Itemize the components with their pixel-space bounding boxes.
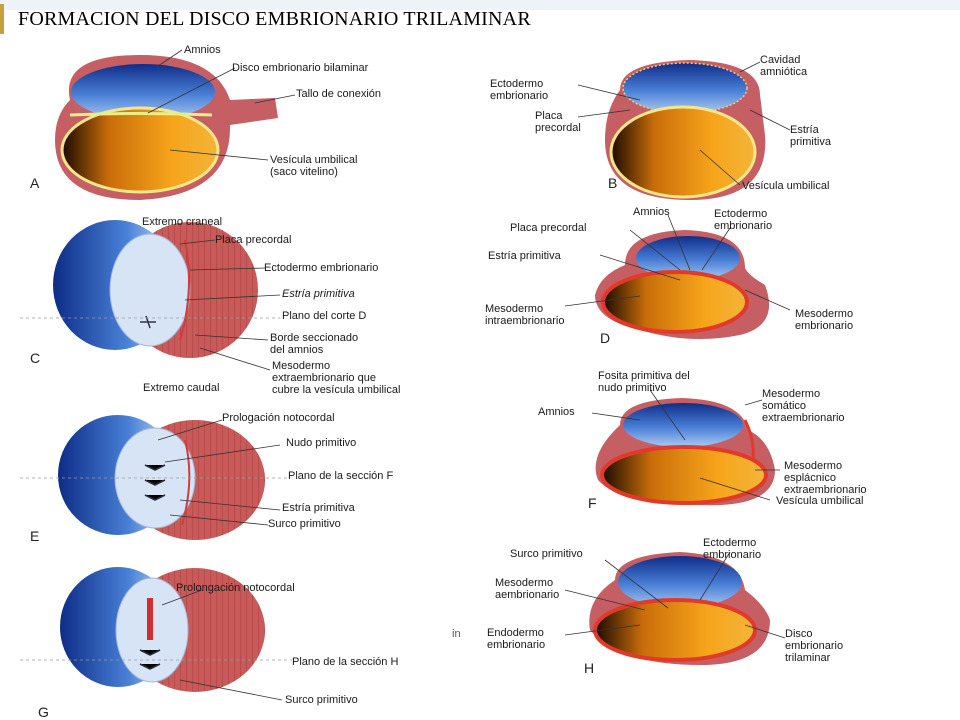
- panel-b-leaders: [577, 61, 791, 186]
- panel-f-leaders: [591, 389, 780, 501]
- panel-f-letter: F: [588, 495, 597, 511]
- panel-c-label: Plano del corte D: [282, 310, 367, 322]
- panel-d-label: Amnios: [633, 206, 670, 218]
- panel-g-label: Surco primitivo: [285, 694, 358, 706]
- slide-title: FORMACION DEL DISCO EMBRIONARIO TRILAMIN…: [18, 8, 531, 30]
- panel-a-drawing: [55, 55, 278, 200]
- panel-c-label: Ectodermo embrionario: [264, 262, 379, 274]
- panel-c-label: Borde seccionado del amnios: [270, 332, 359, 356]
- panel-a-label: Disco embrionario bilaminar: [232, 62, 369, 74]
- panel-g-drawing: [60, 567, 265, 692]
- panel-c-label: Extremo caudal: [143, 382, 220, 394]
- panel-c-label: Extremo craneal: [142, 216, 223, 228]
- panel-b-label: Estría primitiva: [790, 124, 831, 148]
- panel-h-drawing: [589, 552, 770, 665]
- panel-b-label: Ectodermo embrionario: [490, 78, 549, 102]
- corner-mark: [0, 4, 4, 34]
- panel-c-label: Estría primitiva: [282, 288, 355, 300]
- panel-h-leaders: [564, 551, 786, 639]
- panel-g-label: Plano de la sección H: [292, 656, 399, 668]
- panel-a-label: Vesícula umbilical (saco vitelino): [270, 154, 358, 178]
- panel-h-letter: H: [584, 660, 595, 676]
- panel-h-label: Mesodermo aembrionario: [495, 577, 560, 601]
- panel-d-label: Ectodermo embrionario: [714, 208, 773, 232]
- panel-b-label: Vesícula umbilical: [742, 180, 830, 192]
- panel-f-label: Vesícula umbilical: [776, 495, 864, 507]
- panel-d-label: Placa precordal: [510, 222, 587, 234]
- panel-g-letter: G: [38, 704, 49, 720]
- panel-c-label: Placa precordal: [215, 234, 292, 246]
- panel-g-leaders: [20, 589, 292, 701]
- panel-e-drawing: [58, 415, 265, 540]
- panel-d-leaders: [564, 214, 791, 311]
- panel-e-label: Prologación notocordal: [222, 412, 335, 424]
- panel-f-label: Amnios: [538, 406, 575, 418]
- panel-h-label: Disco embrionario trilaminar: [785, 628, 844, 664]
- panel-g-label: Prolongación notocordal: [176, 582, 295, 594]
- panel-d-label: Mesodermo intraembrionario: [485, 303, 565, 327]
- panel-a-leaders: [147, 49, 296, 161]
- panel-h-label: Surco primitivo: [510, 548, 583, 560]
- panel-e-label: Estría primitiva: [282, 502, 355, 514]
- panel-f-label: Mesodermo esplácnico extraembrionario: [784, 460, 867, 496]
- panel-b-drawing: [605, 60, 766, 200]
- panel-f-label: Fosita primitiva del nudo primitivo: [598, 370, 690, 394]
- panel-e-letter: E: [30, 528, 40, 544]
- panel-c-letter: C: [30, 350, 41, 366]
- panel-f-drawing: [595, 398, 775, 506]
- fragment-text: in: [452, 628, 461, 640]
- panel-b-letter: B: [608, 175, 618, 191]
- panel-h-label: Ectodermo embrionario: [703, 537, 762, 561]
- header-strip: [0, 0, 960, 10]
- panel-e-label: Surco primitivo: [268, 518, 341, 530]
- panel-d-drawing: [595, 230, 770, 339]
- panel-a-label: Amnios: [184, 44, 221, 56]
- panel-a-label: Tallo de conexión: [296, 88, 382, 100]
- panel-d-label: Estría primitiva: [488, 250, 561, 262]
- panel-e-leaders: [20, 419, 290, 526]
- panel-c-leaders: [20, 239, 281, 371]
- panel-e-label: Nudo primitivo: [286, 437, 357, 449]
- panel-c-label: Mesodermo extraembrionario que cubre la …: [272, 360, 401, 396]
- panel-d-letter: D: [600, 330, 611, 346]
- panel-f-label: Mesodermo somático extraembrionario: [762, 388, 845, 424]
- panel-b-label: Cavidad amniótica: [760, 54, 808, 78]
- panel-a-letter: A: [30, 175, 40, 191]
- panel-b-label: Placa precordal: [535, 110, 581, 134]
- panel-d-label: Mesodermo embrionario: [795, 308, 854, 332]
- panel-h-label: Endodermo embrionario: [487, 627, 546, 651]
- panel-e-label: Plano de la sección F: [288, 470, 394, 482]
